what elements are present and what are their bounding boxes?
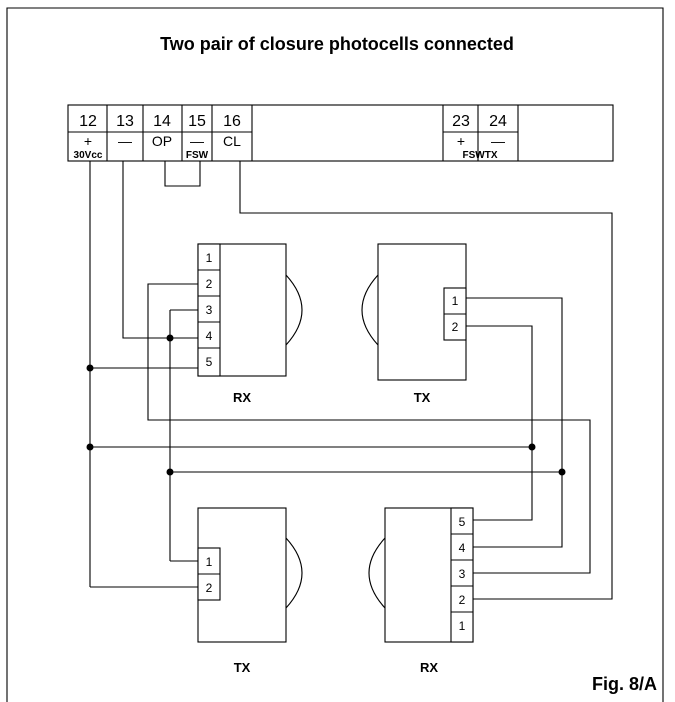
tx-bottom-label: TX xyxy=(234,660,251,675)
rx-top-pin-5: 5 xyxy=(206,355,213,369)
terminal-15-sign: — xyxy=(190,133,204,149)
terminal-23-number: 23 xyxy=(452,113,470,130)
wire-minus-rxb4 xyxy=(473,472,563,548)
rx-bottom-pin-4: 4 xyxy=(459,541,466,555)
junction-dot xyxy=(558,468,566,476)
diagram-title: Two pair of closure photocells connected xyxy=(160,34,514,54)
rx-top-pin-2: 2 xyxy=(206,277,213,291)
tx-top-label: TX xyxy=(414,390,431,405)
fsw-group-label: FSW xyxy=(186,150,209,161)
wire-rx2-rxb3 xyxy=(147,283,591,574)
terminal-block: 12 13 14 15 16 23 24 + — OP — CL + — 30V… xyxy=(67,104,614,162)
rx-bottom-receiver xyxy=(368,507,474,643)
terminal-24-sign: — xyxy=(491,133,505,149)
op-fsw-jumper xyxy=(164,161,201,187)
outer-frame xyxy=(6,7,664,702)
terminal-14-number: 14 xyxy=(153,113,171,130)
rx-top-pin-3: 3 xyxy=(206,303,213,317)
wire-txt2-rxb5 xyxy=(466,325,533,447)
tx-top-pin-1: 1 xyxy=(452,294,459,308)
tx-bottom-pin-2: 2 xyxy=(206,581,213,595)
tx-top-pin-2: 2 xyxy=(452,320,459,334)
tx-bottom-transmitter xyxy=(197,507,303,643)
rx-bottom-pin-2: 2 xyxy=(459,593,466,607)
rx-bottom-label: RX xyxy=(420,660,438,675)
terminal-12-number: 12 xyxy=(79,113,97,130)
wiring xyxy=(86,161,613,600)
terminal-16-number: 16 xyxy=(223,113,241,130)
rx-top-label: RX xyxy=(233,390,251,405)
terminal-13-sign: — xyxy=(118,133,132,149)
figure-label: Fig. 8/A xyxy=(592,674,657,694)
power-group-label: 30Vcc xyxy=(74,150,103,161)
rx-top-receiver xyxy=(197,243,303,377)
terminal-23-sign: + xyxy=(457,133,465,149)
junction-dot xyxy=(166,334,174,342)
rx-top-pin-1: 1 xyxy=(206,251,213,265)
rx-bottom-pin-3: 3 xyxy=(459,567,466,581)
junction-dot xyxy=(86,443,94,451)
rx-bottom-pin-5: 5 xyxy=(459,515,466,529)
junction-dot xyxy=(528,443,536,451)
terminal-12-sign: + xyxy=(84,133,92,149)
terminal-16-sign: CL xyxy=(223,133,241,149)
wire-minus-txt1 xyxy=(466,297,563,472)
junction-dot xyxy=(166,468,174,476)
junction-dot xyxy=(86,364,94,372)
tx-top-transmitter xyxy=(361,243,467,381)
wire-plus-rxb5 xyxy=(473,447,533,521)
terminal-14-sign: OP xyxy=(152,133,172,149)
terminal-15-number: 15 xyxy=(188,113,206,130)
rx-bottom-pin-1: 1 xyxy=(459,619,466,633)
wire-t16-rxb2 xyxy=(239,161,613,600)
fswtx-group-label: FSWTX xyxy=(463,150,498,161)
tx-bottom-pin-1: 1 xyxy=(206,555,213,569)
rx-top-pin-4: 4 xyxy=(206,329,213,343)
wire-t13-rx4 xyxy=(122,161,198,339)
terminal-24-number: 24 xyxy=(489,113,507,130)
terminal-13-number: 13 xyxy=(116,113,134,130)
